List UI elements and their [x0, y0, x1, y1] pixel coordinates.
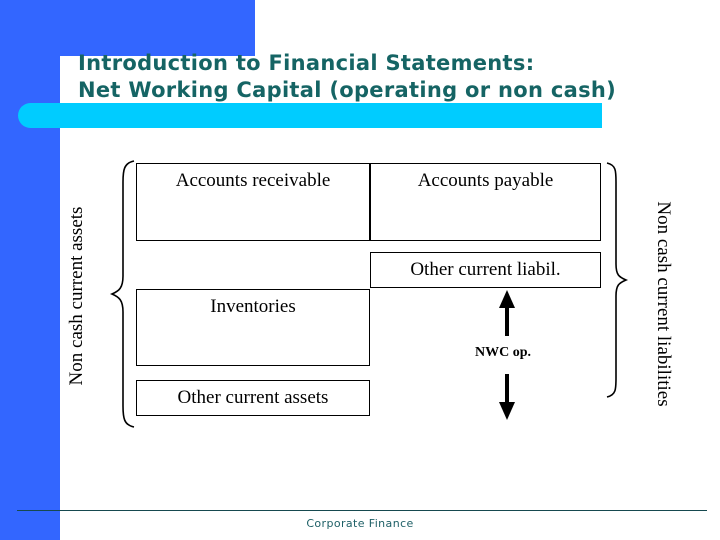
box-other-current-assets[interactable]: Other current assets: [136, 380, 370, 416]
slide-title: Introduction to Financial Statements: Ne…: [78, 50, 708, 104]
left-blue-band: [0, 0, 60, 540]
header-cyan-bar: [18, 103, 602, 128]
right-bracket-label: Non cash current liabilities: [653, 201, 674, 407]
footer-divider: [17, 510, 707, 511]
title-line-1: Introduction to Financial Statements:: [78, 51, 535, 75]
title-line-2: Net Working Capital (operating or non ca…: [78, 78, 617, 102]
footer-label: Corporate Finance: [306, 517, 414, 530]
nwc-double-arrow-icon: [499, 290, 515, 420]
box-accounts-payable[interactable]: Accounts payable: [370, 163, 601, 241]
right-curly-brace-icon: [606, 162, 629, 398]
box-inventories[interactable]: Inventories: [136, 289, 370, 366]
nwc-measure-label: NWC op.: [474, 345, 531, 360]
box-accounts-receivable[interactable]: Accounts receivable: [136, 163, 370, 241]
left-bracket-label: Non cash current assets: [66, 206, 87, 386]
header-blue-block: [0, 0, 255, 56]
box-other-current-liabilities[interactable]: Other current liabil.: [370, 252, 601, 288]
left-curly-brace-icon: [109, 160, 135, 428]
